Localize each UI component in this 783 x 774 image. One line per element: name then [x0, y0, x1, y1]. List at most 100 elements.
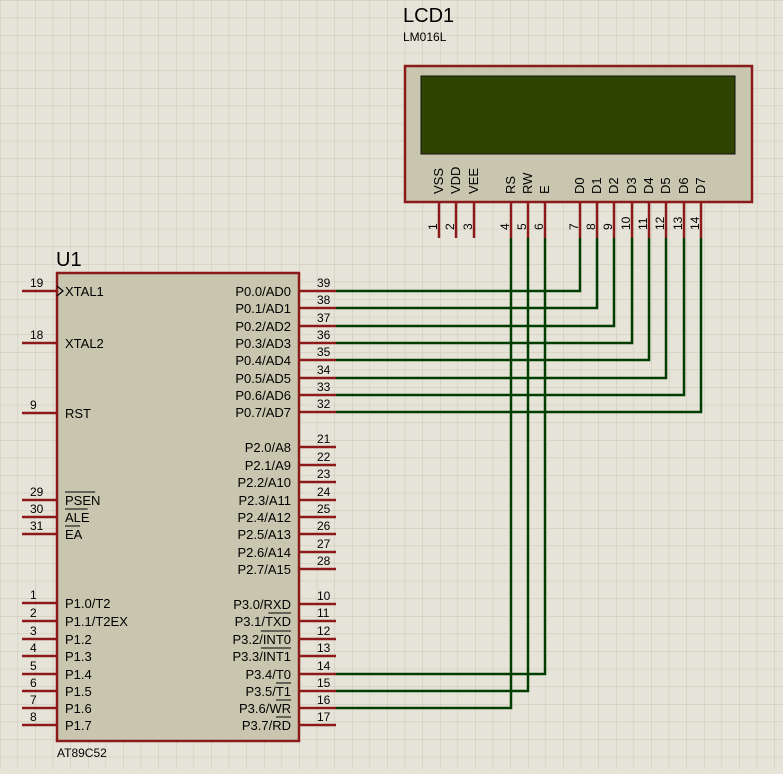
wire-p3-5-t1-to-rw[interactable] — [336, 238, 530, 693]
mcu-pin-number-16: 16 — [317, 693, 331, 707]
lcd-pin-name-vss: VSS — [431, 168, 446, 194]
mcu-pin-name-p2-7-a15: P2.7/A15 — [238, 562, 292, 577]
mcu-pin-name-p1-7: P1.7 — [65, 718, 92, 733]
mcu-pin-number-12: 12 — [317, 624, 331, 638]
mcu-pin-number-3: 3 — [30, 624, 37, 638]
lcd-pin-number-9: 9 — [601, 223, 615, 230]
wire-p0-3-ad3-to-d3[interactable] — [336, 238, 634, 345]
mcu-pin-name-p2-2-a10: P2.2/A10 — [238, 475, 292, 490]
mcu-pin-number-36: 36 — [317, 328, 331, 342]
lcd-pin-number-10: 10 — [619, 216, 633, 230]
mcu-left-pins: 19XTAL118XTAL29RST29PSEN30ALE31EA1P1.0/T… — [22, 276, 128, 733]
mcu-pin-number-5: 5 — [30, 659, 37, 673]
lcd-pin-number-3: 3 — [461, 223, 475, 230]
wire-p0-2-ad2-to-d2[interactable] — [336, 238, 616, 328]
wire-p0-0-ad0-to-d0[interactable] — [336, 238, 582, 293]
mcu-component[interactable]: U1 AT89C52 19XTAL118XTAL29RST29PSEN30ALE… — [22, 249, 336, 760]
mcu-pin-number-1: 1 — [30, 588, 37, 602]
lcd-pin-name-d3: D3 — [624, 177, 639, 194]
lcd-pin-name-d4: D4 — [641, 177, 656, 194]
mcu-pin-number-21: 21 — [317, 432, 331, 446]
mcu-pin-name-ale: ALE — [65, 510, 90, 525]
lcd-pin-name-rw: RW — [520, 172, 535, 194]
mcu-pin-name-p0-2-ad2: P0.2/AD2 — [235, 319, 291, 334]
mcu-pin-number-17: 17 — [317, 710, 331, 724]
mcu-pin-name-p3-5-t1: P3.5/T1 — [245, 684, 291, 699]
lcd-pin-number-5: 5 — [515, 223, 529, 230]
mcu-pin-number-32: 32 — [317, 397, 331, 411]
mcu-pin-name-p3-3-int1: P3.3/INT1 — [232, 649, 291, 664]
mcu-pin-number-38: 38 — [317, 293, 331, 307]
mcu-pin-name-p0-0-ad0: P0.0/AD0 — [235, 284, 291, 299]
mcu-pin-name-rst: RST — [65, 406, 91, 421]
mcu-pin-name-p0-7-ad7: P0.7/AD7 — [235, 405, 291, 420]
mcu-pin-name-p2-5-a13: P2.5/A13 — [238, 527, 292, 542]
mcu-pin-name-p2-4-a12: P2.4/A12 — [238, 510, 292, 525]
mcu-pin-number-28: 28 — [317, 554, 331, 568]
mcu-pin-number-33: 33 — [317, 380, 331, 394]
mcu-pin-number-6: 6 — [30, 676, 37, 690]
mcu-pin-name-ea: EA — [65, 527, 83, 542]
lcd-pin-name-e: E — [537, 185, 552, 194]
mcu-pin-number-37: 37 — [317, 311, 331, 325]
mcu-pin-name-p1-1-t2ex: P1.1/T2EX — [65, 614, 128, 629]
mcu-pin-name-p3-0-rxd: P3.0/RXD — [233, 597, 291, 612]
mcu-pin-name-p1-2: P1.2 — [65, 632, 92, 647]
mcu-pin-number-23: 23 — [317, 467, 331, 481]
mcu-pin-number-35: 35 — [317, 345, 331, 359]
lcd-component[interactable]: LCD1 LM016L VSS1VDD2VEE3RS4RW5E6D07D18D2… — [403, 5, 754, 238]
mcu-pin-number-8: 8 — [30, 710, 37, 724]
mcu-pin-number-18: 18 — [30, 328, 44, 342]
mcu-pin-number-11: 11 — [317, 606, 330, 620]
wire-p3-4-t0-to-e[interactable] — [336, 238, 547, 676]
lcd-pin-number-11: 11 — [636, 217, 650, 230]
mcu-pin-number-13: 13 — [317, 641, 331, 655]
mcu-pin-name-p0-3-ad3: P0.3/AD3 — [235, 336, 291, 351]
wire-p3-6-wr-to-rs[interactable] — [336, 238, 513, 710]
mcu-pin-number-4: 4 — [30, 641, 37, 655]
lcd-pin-number-8: 8 — [584, 223, 598, 230]
mcu-body — [55, 271, 301, 743]
mcu-pin-number-26: 26 — [317, 519, 331, 533]
lcd-pin-name-d1: D1 — [589, 177, 604, 194]
lcd-pin-number-13: 13 — [671, 216, 685, 230]
lcd-pin-number-1: 1 — [426, 223, 440, 230]
mcu-pin-number-39: 39 — [317, 276, 331, 290]
mcu-pin-number-9: 9 — [30, 398, 37, 412]
mcu-pin-number-19: 19 — [30, 276, 44, 290]
wires — [336, 238, 703, 710]
mcu-ref-label: U1 — [56, 249, 82, 271]
mcu-pin-name-p2-1-a9: P2.1/A9 — [245, 458, 291, 473]
mcu-pin-name-p1-4: P1.4 — [65, 667, 92, 682]
lcd-pin-name-d2: D2 — [606, 177, 621, 194]
mcu-pin-number-24: 24 — [317, 485, 331, 499]
mcu-pin-name-p3-2-int0: P3.2/INT0 — [232, 632, 291, 647]
mcu-part-label: AT89C52 — [57, 746, 107, 760]
lcd-pin-number-14: 14 — [688, 216, 702, 230]
mcu-pin-number-29: 29 — [30, 485, 44, 499]
mcu-pin-name-p1-6: P1.6 — [65, 701, 92, 716]
lcd-screen — [420, 75, 736, 155]
mcu-pin-name-p0-1-ad1: P0.1/AD1 — [235, 301, 291, 316]
lcd-pin-number-2: 2 — [443, 223, 457, 230]
mcu-pin-name-p3-6-wr: P3.6/WR — [239, 701, 291, 716]
wire-p0-4-ad4-to-d4[interactable] — [336, 238, 651, 362]
mcu-pin-name-p2-0-a8: P2.0/A8 — [245, 440, 291, 455]
wire-p0-1-ad1-to-d1[interactable] — [336, 238, 599, 310]
clock-marker-icon — [56, 285, 64, 297]
lcd-pin-name-d6: D6 — [676, 177, 691, 194]
mcu-pin-name-p2-6-a14: P2.6/A14 — [238, 545, 292, 560]
wire-p0-6-ad6-to-d6[interactable] — [336, 238, 686, 397]
lcd-pin-name-rs: RS — [503, 176, 518, 194]
mcu-pin-name-p3-7-rd: P3.7/RD — [242, 718, 291, 733]
mcu-pin-name-p0-6-ad6: P0.6/AD6 — [235, 388, 291, 403]
lcd-value-label: LM016L — [403, 30, 447, 44]
wire-p0-7-ad7-to-d7[interactable] — [336, 238, 703, 414]
mcu-pin-number-15: 15 — [317, 676, 331, 690]
lcd-pin-name-d5: D5 — [658, 177, 673, 194]
lcd-pin-name-d0: D0 — [572, 177, 587, 194]
lcd-pin-number-7: 7 — [567, 223, 581, 230]
wire-p0-5-ad5-to-d5[interactable] — [336, 238, 668, 380]
